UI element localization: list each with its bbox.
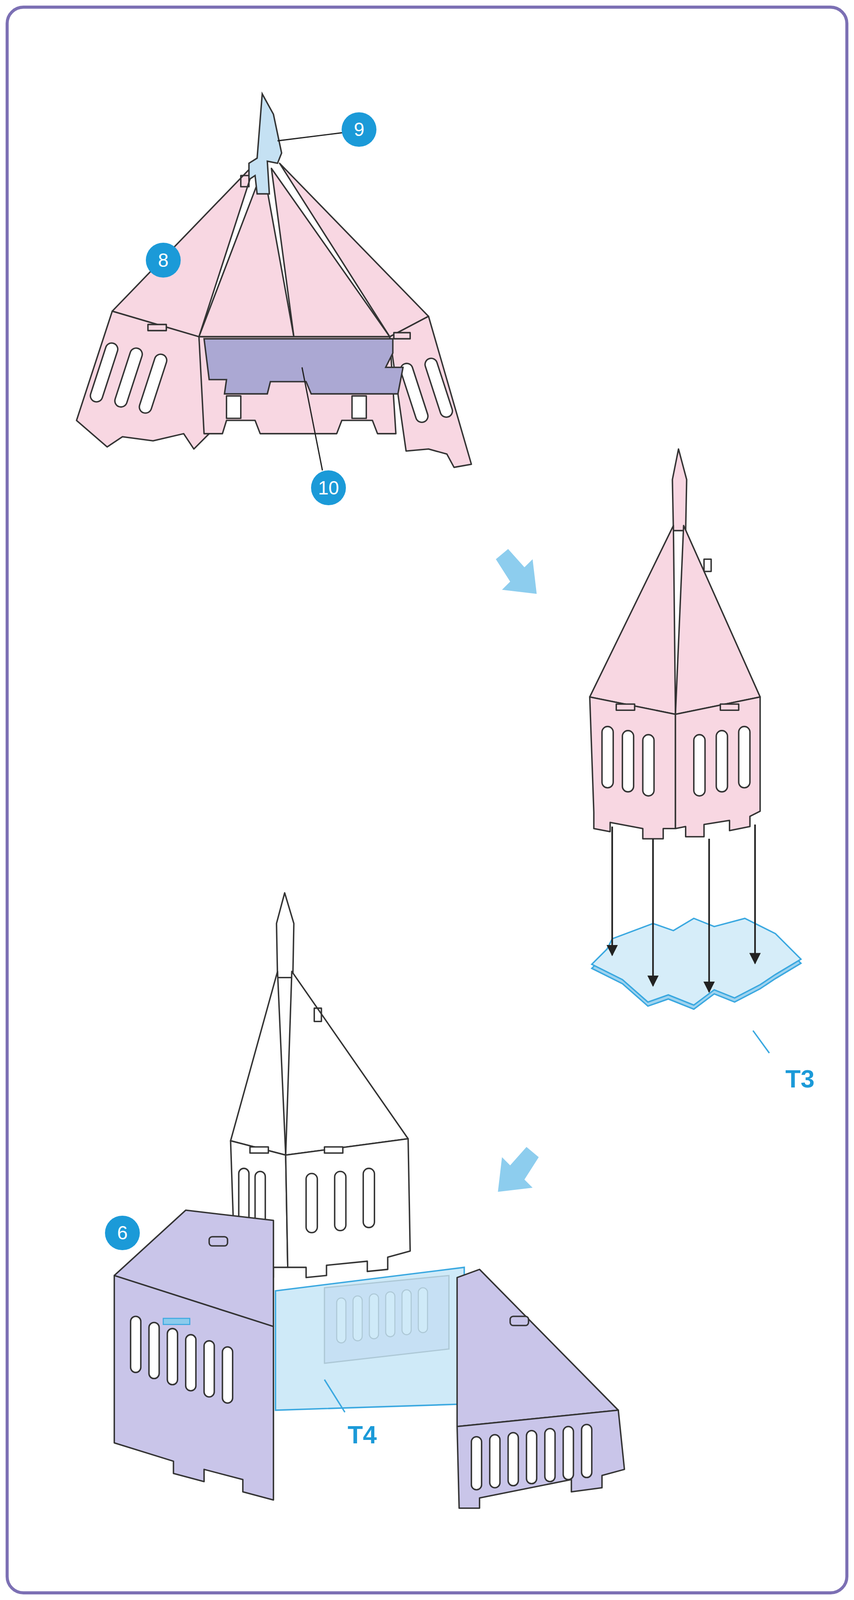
insert-arrows	[708, 838, 710, 992]
wall-piece	[148, 1322, 160, 1379]
wall-piece	[581, 1424, 592, 1477]
roof-piece	[88, 341, 120, 404]
roof-piece	[389, 316, 472, 468]
wall-piece	[456, 1269, 619, 1427]
tower-assembled	[249, 1146, 269, 1153]
tower	[738, 726, 750, 788]
wall-piece	[222, 1346, 233, 1403]
callout-text: 10	[317, 478, 340, 498]
wall-piece	[130, 1316, 233, 1403]
tower-assembled	[285, 1138, 411, 1277]
frame	[7, 7, 848, 1593]
tower	[716, 730, 728, 792]
wall-piece	[544, 1428, 555, 1482]
wall-piece	[508, 1432, 519, 1486]
callout-number: 6	[104, 1215, 140, 1251]
leader-line	[324, 1379, 345, 1413]
wall-piece	[185, 1334, 197, 1391]
t4-plate	[275, 1267, 465, 1410]
tower	[589, 448, 761, 839]
tower-assembled	[305, 1173, 318, 1233]
tower	[589, 525, 676, 715]
wall-piece	[456, 1409, 625, 1508]
wall-piece	[130, 1316, 142, 1372]
roof-piece	[423, 356, 454, 419]
tower	[589, 696, 676, 839]
wall-piece	[209, 1236, 228, 1246]
leader-line	[752, 1030, 770, 1053]
tower-assembled	[334, 1171, 346, 1231]
wall-piece	[114, 1275, 274, 1500]
roof-piece	[271, 168, 390, 337]
spire-piece	[249, 93, 282, 194]
tower	[675, 525, 761, 715]
insert-arrows	[754, 824, 756, 963]
wall-piece	[167, 1328, 178, 1385]
wall-piece	[563, 1426, 574, 1480]
roof-piece	[279, 163, 429, 337]
callout-text: 8	[157, 250, 169, 270]
roof-piece	[240, 175, 250, 187]
tower-assembled	[276, 892, 294, 978]
tower	[720, 703, 739, 710]
tower	[616, 703, 635, 710]
tower	[622, 730, 634, 792]
tower-assembled	[324, 1146, 343, 1153]
tower	[642, 734, 654, 796]
wall-piece	[526, 1430, 537, 1483]
wall-piece	[510, 1316, 529, 1326]
part-label: T3	[785, 1066, 815, 1092]
leader-lines	[277, 132, 343, 141]
roof-piece	[393, 332, 411, 339]
tower-assembled	[285, 971, 409, 1155]
tower	[672, 448, 687, 531]
tower	[601, 726, 614, 788]
callout-text: 9	[354, 120, 365, 139]
insert-arrows	[612, 824, 756, 992]
leader-lines	[277, 132, 343, 471]
roof-piece	[137, 352, 169, 415]
insert-arrows	[611, 826, 614, 956]
tower	[703, 558, 712, 571]
tower-assembled	[230, 971, 286, 1155]
tower	[693, 734, 706, 796]
callout-number: 8	[145, 242, 181, 278]
wall-piece	[203, 1340, 215, 1397]
leader-lines	[302, 367, 323, 471]
part-label: T4	[347, 1421, 377, 1447]
tower-assembled	[363, 1168, 375, 1228]
roof-piece	[398, 361, 430, 424]
roof-piece	[113, 346, 144, 409]
wall-piece	[471, 1436, 482, 1490]
wall-piece	[489, 1434, 500, 1488]
step-arrow	[497, 1146, 539, 1192]
tower	[601, 726, 750, 796]
roof-piece	[76, 163, 472, 468]
roof-piece	[351, 395, 367, 419]
wall-piece	[114, 1209, 625, 1508]
insert-arrows	[652, 838, 654, 986]
wall-piece	[471, 1424, 592, 1490]
callout-number: 9	[341, 112, 377, 148]
step-arrow	[496, 548, 537, 594]
base-plate	[591, 918, 802, 1006]
tower	[675, 696, 761, 837]
callout-number: 10	[311, 470, 346, 506]
floor-plate	[203, 338, 403, 394]
tower-assembled	[314, 1008, 322, 1022]
roof-piece	[76, 311, 210, 449]
callout-text: 6	[117, 1223, 128, 1243]
roof-piece	[226, 395, 241, 419]
slot	[163, 1318, 190, 1325]
roof-piece	[147, 324, 167, 331]
